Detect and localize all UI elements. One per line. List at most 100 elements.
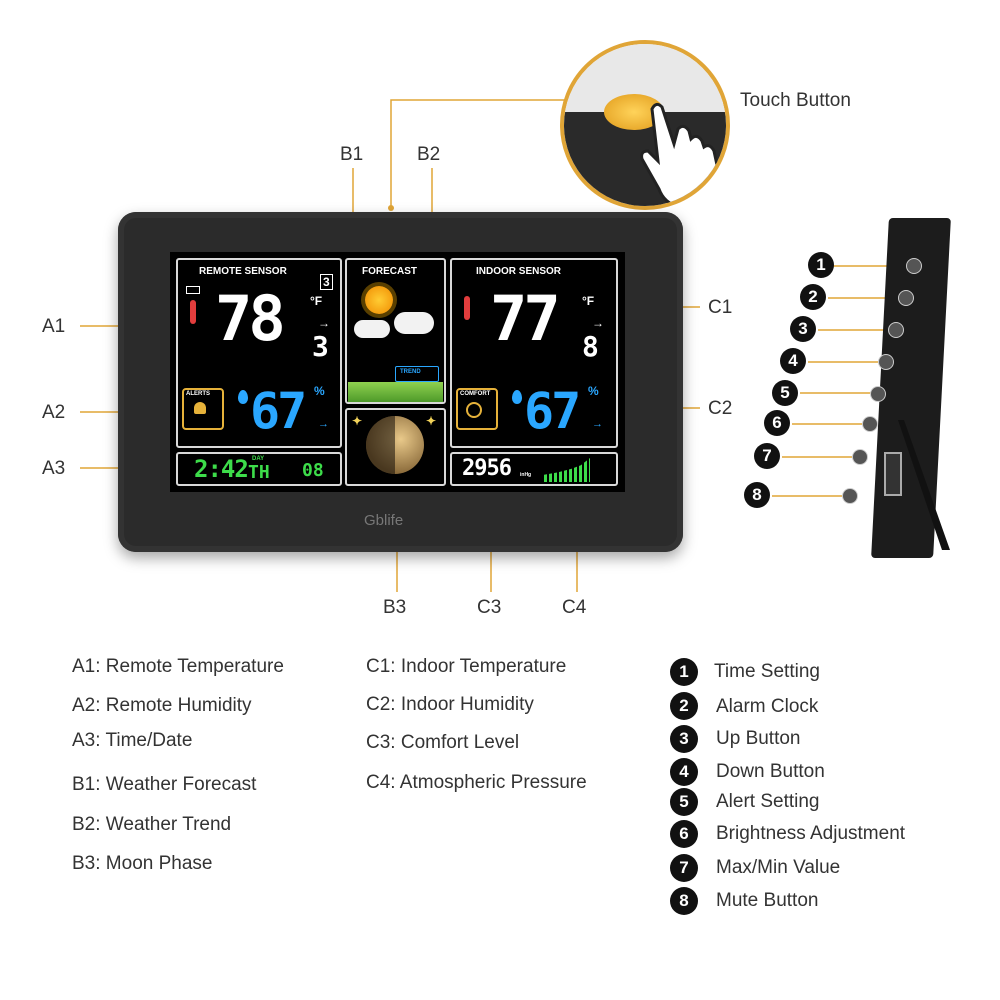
- side-view-stand: [898, 420, 950, 550]
- remote-sensor-panel: [176, 258, 342, 448]
- legend-bullet-6: 6: [670, 820, 698, 848]
- side-button-marker-6: 6: [764, 410, 790, 436]
- pressure-display: 2956: [462, 456, 512, 481]
- legend-button-3: Up Button: [716, 728, 801, 749]
- legend-button-8: Mute Button: [716, 890, 819, 911]
- water-drop-icon: [238, 390, 248, 404]
- moon-phase-panel: [345, 408, 446, 486]
- indoor-temp-decimal: 8: [582, 330, 599, 363]
- remote-temp-decimal: 3: [312, 330, 329, 363]
- legend-c2: C2: Indoor Humidity: [366, 694, 534, 715]
- indoor-temp-main: 77: [490, 282, 561, 355]
- cloud-icon-left: [354, 320, 390, 338]
- indoor-humidity-trend-arrow: →: [592, 418, 603, 430]
- legend-a2: A2: Remote Humidity: [72, 695, 252, 716]
- side-button-marker-1: 1: [808, 252, 834, 278]
- c1-label: C1: [708, 297, 733, 318]
- legend-a3: A3: Time/Date: [72, 730, 193, 751]
- side-physical-button-3[interactable]: [888, 322, 904, 338]
- indoor-water-drop-icon: [512, 390, 522, 404]
- usb-port: [884, 452, 902, 496]
- day-display: TH: [248, 462, 270, 483]
- trend-box: [395, 366, 439, 382]
- a3-label: A3: [42, 458, 66, 479]
- comfort-box: [456, 388, 498, 430]
- indoor-humidity-unit: %: [588, 384, 599, 398]
- b2-label: B2: [417, 144, 441, 165]
- side-button-marker-2: 2: [800, 284, 826, 310]
- legend-bullet-5: 5: [670, 788, 698, 816]
- legend-button-7: Max/Min Value: [716, 857, 841, 878]
- comfort-label: COMFORT: [460, 391, 491, 397]
- indoor-sensor-header: INDOOR SENSOR: [476, 266, 562, 277]
- star-icon-left: ✦: [352, 414, 363, 428]
- trend-label: TREND: [400, 369, 421, 375]
- side-physical-button-1[interactable]: [906, 258, 922, 274]
- side-physical-button-6[interactable]: [862, 416, 878, 432]
- legend-bullet-7: 7: [670, 854, 698, 882]
- side-button-marker-5: 5: [772, 380, 798, 406]
- legend-bullet-3: 3: [670, 725, 698, 753]
- indoor-temp-trend-arrow: →: [592, 316, 604, 330]
- legend-b1: B1: Weather Forecast: [72, 774, 257, 795]
- grass-strip: [348, 382, 443, 402]
- forecast-panel: [345, 258, 446, 404]
- star-icon-right: ✦: [426, 414, 437, 428]
- legend-button-6: Brightness Adjustment: [716, 823, 906, 844]
- legend-bullet-8: 8: [670, 887, 698, 915]
- remote-temp-unit: °F: [310, 294, 323, 308]
- remote-humidity: 67: [250, 382, 307, 440]
- legend-c3: C3: Comfort Level: [366, 732, 520, 753]
- side-button-marker-7: 7: [754, 443, 780, 469]
- side-physical-button-5[interactable]: [870, 386, 886, 402]
- b3-label: B3: [383, 597, 407, 618]
- a1-label: A1: [42, 316, 66, 337]
- side-button-marker-4: 4: [780, 348, 806, 374]
- touch-button-label: Touch Button: [740, 90, 851, 111]
- c3-label: C3: [477, 597, 502, 618]
- side-physical-button-7[interactable]: [852, 449, 868, 465]
- indoor-humidity: 67: [524, 382, 581, 440]
- remote-humidity-unit: %: [314, 384, 325, 398]
- c2-label: C2: [708, 398, 733, 419]
- bell-icon: [194, 402, 206, 414]
- side-button-marker-8: 8: [744, 482, 770, 508]
- side-physical-button-8[interactable]: [842, 488, 858, 504]
- legend-bullet-2: 2: [670, 692, 698, 720]
- legend-b2: B2: Weather Trend: [72, 814, 232, 835]
- touch-zoom-circle: [560, 40, 730, 210]
- a2-label: A2: [42, 402, 66, 423]
- legend-button-4: Down Button: [716, 761, 825, 782]
- side-physical-button-4[interactable]: [878, 354, 894, 370]
- thermometer-icon: [190, 300, 196, 324]
- alerts-label: ALERTS: [186, 391, 210, 397]
- pressure-panel: [450, 452, 618, 486]
- day-label: DAY: [252, 456, 265, 462]
- legend-c4: C4: Atmospheric Pressure: [366, 772, 587, 793]
- touch-callout-line: [390, 99, 630, 208]
- forecast-header: FORECAST: [362, 266, 417, 277]
- cloud-icon-right: [394, 312, 434, 334]
- legend-button-2: Alarm Clock: [716, 696, 819, 717]
- time-date-panel: [176, 452, 342, 486]
- legend-a1: A1: Remote Temperature: [72, 656, 284, 677]
- indoor-sensor-panel: [450, 258, 618, 448]
- remote-temp-trend-arrow: →: [318, 316, 330, 330]
- c4-label: C4: [562, 597, 587, 618]
- legend-b3: B3: Moon Phase: [72, 853, 213, 874]
- channel-indicator: 3: [320, 274, 333, 290]
- remote-sensor-header: REMOTE SENSOR: [199, 266, 287, 277]
- indoor-thermometer-icon: [464, 296, 470, 320]
- alerts-box: [182, 388, 224, 430]
- b1-label: B1: [340, 144, 364, 165]
- side-physical-button-2[interactable]: [898, 290, 914, 306]
- brand-logo: Gblife: [364, 512, 404, 529]
- date-display: 08: [302, 460, 324, 481]
- legend-bullet-4: 4: [670, 758, 698, 786]
- side-button-marker-3: 3: [790, 316, 816, 342]
- legend-button-1: Time Setting: [714, 661, 820, 682]
- smiley-icon: [466, 402, 482, 418]
- battery-icon: [186, 286, 200, 294]
- legend-button-5: Alert Setting: [716, 791, 820, 812]
